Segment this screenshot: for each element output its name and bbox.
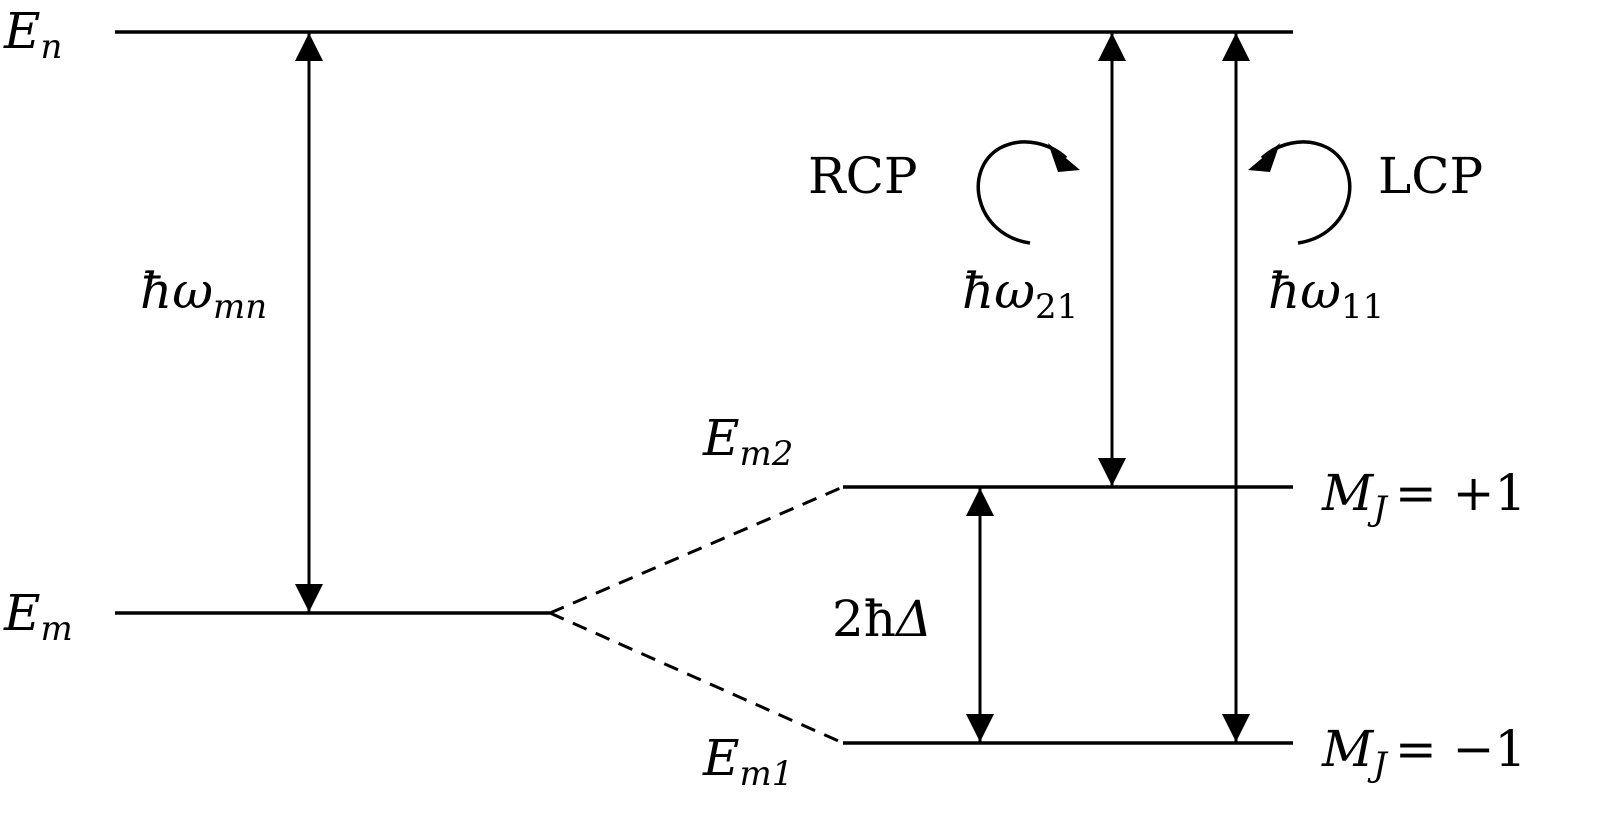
label-hbar-omega-21: ħω21 — [962, 262, 1078, 327]
split-dashed-upper — [549, 485, 844, 615]
label-em2: Em2 — [702, 409, 793, 474]
label-em1: Em1 — [702, 729, 793, 794]
label-em: Em — [3, 584, 73, 649]
label-rcp: RCP — [808, 147, 918, 205]
split-dashed-lower — [549, 611, 844, 745]
rcp-arrowhead-icon — [1048, 143, 1080, 172]
label-mj-plus: MJ= +1 — [1321, 464, 1526, 529]
label-en: En — [3, 2, 62, 67]
label-lcp: LCP — [1378, 147, 1483, 205]
label-hbar-omega-11: ħω11 — [1268, 262, 1384, 327]
label-mj-minus: MJ= −1 — [1321, 720, 1526, 785]
label-hbar-omega-mn: ħωmn — [140, 262, 267, 327]
rcp-rotation-arrow-icon — [976, 140, 1068, 245]
lcp-arrowhead-icon — [1248, 143, 1280, 172]
lcp-rotation-arrow-icon — [1260, 140, 1352, 245]
label-splitting: 2ħΔ — [832, 590, 932, 648]
